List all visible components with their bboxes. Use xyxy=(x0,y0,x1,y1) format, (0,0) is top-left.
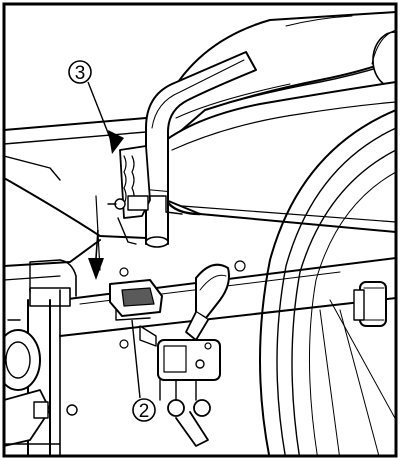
brake-mount-clamp xyxy=(109,260,246,321)
callout-2: 2 xyxy=(131,319,156,422)
caster-hub xyxy=(4,329,78,447)
hinge-bracket xyxy=(107,145,183,245)
callout-label: 2 xyxy=(139,401,150,422)
frame-details xyxy=(29,195,101,297)
push-handle-tube xyxy=(145,51,257,248)
arrow-down-icon xyxy=(88,258,104,280)
callout-3: 3 xyxy=(68,60,115,149)
brake-lever xyxy=(119,263,230,447)
rear-wheel xyxy=(259,109,396,456)
pointer-arrows xyxy=(88,130,124,280)
arrow-down-right-icon xyxy=(108,130,124,154)
callout-label: 3 xyxy=(75,63,86,84)
wheel-clamp-right xyxy=(353,281,387,327)
arrow-shaft xyxy=(95,229,99,259)
armrest-panel xyxy=(167,11,396,143)
